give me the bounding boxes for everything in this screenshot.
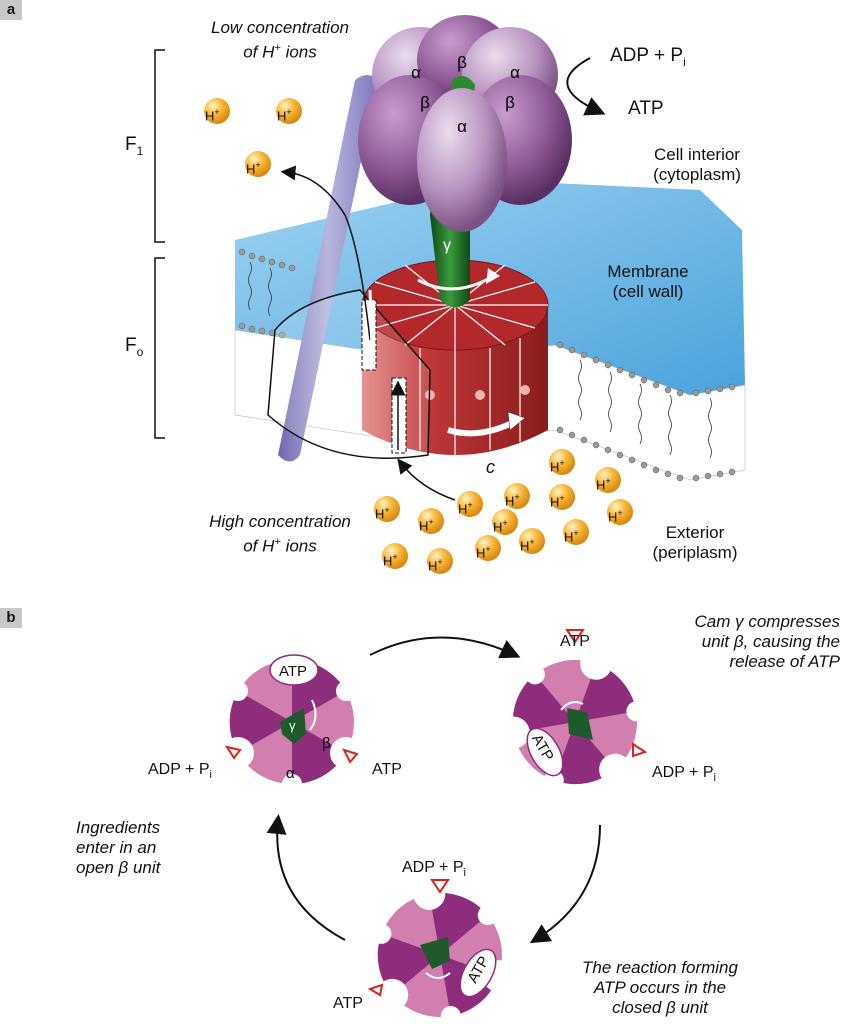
- beta-label: β: [322, 735, 331, 752]
- high-concentration-label: High concentration of H+ ions: [209, 512, 351, 556]
- proton-icon: [595, 467, 621, 493]
- low-concentration-label: Low concentration of H+ ions: [211, 18, 349, 62]
- state-1-adp-label: ADP + Pi: [148, 761, 212, 782]
- beta-label-right: β: [505, 93, 515, 112]
- state-2-adp-label: ADP + Pi: [652, 764, 716, 785]
- gamma-label: γ: [289, 718, 296, 733]
- cam-compresses-caption: Cam γ compresses unit β, causing the rel…: [694, 612, 840, 671]
- f1-head: α β α β β α: [358, 15, 572, 232]
- a-subunit: [267, 289, 431, 459]
- proton-icon: [204, 98, 230, 124]
- proton-icon: [374, 496, 400, 522]
- membrane-label: Membrane(cell wall): [607, 262, 689, 301]
- atp-synthase-structure: γ α β α β β α: [154, 15, 746, 574]
- state-1-atp-out-label: ATP: [372, 761, 402, 778]
- f1-bracket: [154, 49, 165, 243]
- proton-icon: [549, 484, 575, 510]
- f1-label: F1: [125, 134, 144, 158]
- state-2-atp-release-label: ATP: [560, 633, 590, 650]
- alpha-label-front: α: [457, 117, 467, 136]
- cycle-arrow-left: [266, 814, 346, 941]
- proton-icon: [504, 483, 530, 509]
- stator-rod: [278, 75, 378, 462]
- state-3-atp-bound-label: ATP: [464, 953, 493, 987]
- proton-icon: [245, 151, 271, 177]
- alpha-label: α: [286, 765, 295, 782]
- proton-icon: [276, 98, 302, 124]
- proton-icon: [519, 528, 545, 554]
- state-1-atp-label: ATP: [279, 663, 308, 680]
- proton-icon: [475, 535, 501, 561]
- proton-icon: [382, 543, 408, 569]
- ingredients-caption: Ingredients enter in an open β unit: [76, 818, 161, 877]
- state-3-atp-out-label: ATP: [333, 995, 363, 1012]
- exterior-label: Exterior(periplasm): [652, 523, 738, 562]
- cell-interior-label: Cell interior(cytoplasm): [653, 145, 741, 184]
- adp-pi-label: ADP + Pi: [610, 45, 686, 69]
- beta-label-top: β: [457, 53, 467, 72]
- proton-icon: [427, 548, 453, 574]
- cycle-arrow-right: [529, 824, 601, 944]
- atp-label: ATP: [628, 98, 664, 119]
- proton-entry-arrow: [397, 458, 456, 501]
- proton-icon: [457, 491, 483, 517]
- proton-icon: [492, 509, 518, 535]
- state-3-adp-label: ADP + Pi: [402, 859, 466, 880]
- state-3-wheel: [357, 866, 522, 1024]
- proton-icon: [607, 499, 633, 525]
- alpha-label-left: α: [411, 63, 421, 82]
- gamma-label: γ: [443, 237, 451, 254]
- fo-bracket: [154, 257, 165, 439]
- c-ring-label: c: [486, 457, 495, 477]
- proton-icon: [549, 449, 575, 475]
- panel-a-tag: a: [0, 0, 22, 20]
- cycle-arrow-top: [369, 636, 521, 659]
- beta-label-left: β: [420, 93, 430, 112]
- alpha-label-right: α: [510, 63, 520, 82]
- protons-high: [374, 449, 633, 574]
- proton-exit-arrow: [280, 165, 371, 341]
- proton-icon: [418, 508, 444, 534]
- adp-to-atp-arrow: [566, 57, 606, 116]
- state-2-atp-bound-label: ATP: [528, 731, 557, 765]
- fo-label: Fo: [125, 335, 144, 359]
- proton-icon: [563, 519, 589, 545]
- panel-b-tag: b: [0, 608, 22, 628]
- protons-low: [204, 98, 302, 177]
- reaction-caption: The reaction forming ATP occurs in the c…: [582, 958, 738, 1017]
